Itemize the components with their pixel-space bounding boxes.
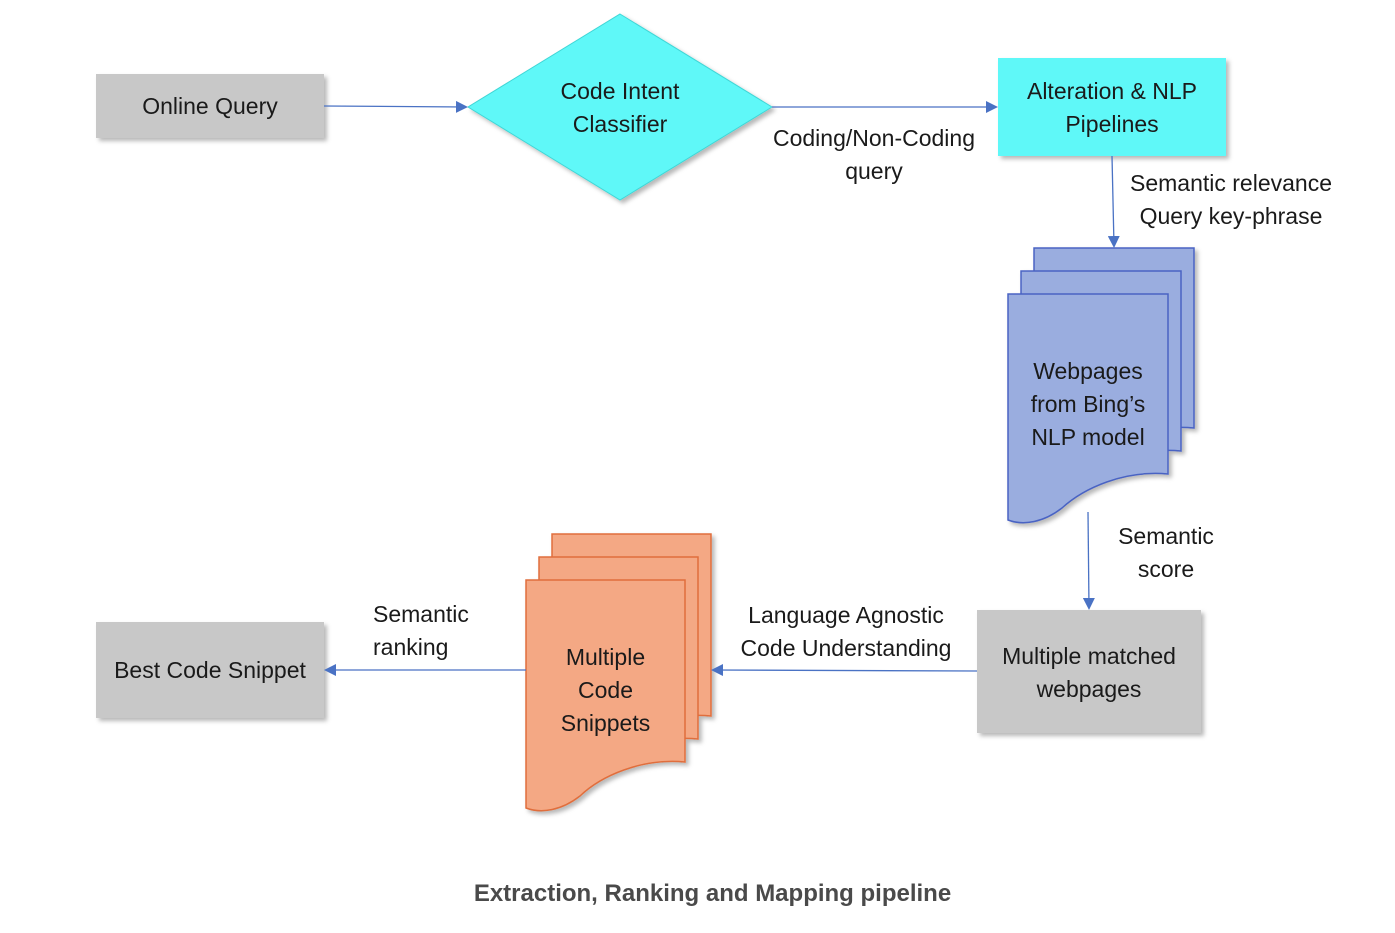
best-snippet-text: Best Code Snippet bbox=[114, 657, 306, 683]
semantic-score-line-2: score bbox=[1137, 556, 1195, 582]
webpages-doc-stack bbox=[1007, 247, 1195, 524]
snippets-doc-front bbox=[525, 579, 686, 812]
arrow-matched-to-snippets bbox=[711, 664, 978, 677]
webpages-line-1: Webpages bbox=[1033, 358, 1143, 384]
arrow-alteration-to-webpages bbox=[1107, 155, 1120, 248]
semantic-score-label: Semantic score bbox=[1101, 520, 1231, 586]
classifier-line-1: Code Intent bbox=[560, 78, 680, 104]
online-query-text: Online Query bbox=[142, 93, 278, 119]
webpages-line-3: NLP model bbox=[1031, 424, 1145, 450]
alteration-line-1: Alteration & NLP bbox=[1026, 78, 1198, 104]
matched-line-2: webpages bbox=[1036, 676, 1142, 702]
language-agnostic-label: Language Agnostic Code Understanding bbox=[726, 599, 966, 665]
matched-box bbox=[977, 610, 1201, 733]
snippets-label: Multiple Code Snippets bbox=[526, 641, 685, 740]
best-snippet-box bbox=[96, 622, 324, 718]
arrow-webpages-to-matched bbox=[1082, 511, 1095, 610]
snippets-line-3: Snippets bbox=[560, 710, 651, 736]
classifier-label: Code Intent Classifier bbox=[520, 75, 720, 141]
online-query-box bbox=[96, 74, 324, 138]
diagram-caption: Extraction, Ranking and Mapping pipeline bbox=[473, 880, 952, 907]
coding-query-line-1: Coding/Non-Coding bbox=[772, 125, 975, 151]
snippets-line-1: Multiple bbox=[565, 644, 646, 670]
semantic-relevance-label: Semantic relevance Query key-phrase bbox=[1116, 167, 1346, 233]
online-query-label: Online Query bbox=[96, 90, 324, 123]
arrow-query-to-classifier bbox=[323, 100, 468, 113]
webpages-line-2: from Bing’s bbox=[1030, 391, 1146, 417]
coding-query-label: Coding/Non-Coding query bbox=[760, 122, 988, 188]
webpages-label: Webpages from Bing’s NLP model bbox=[1008, 355, 1168, 454]
best-snippet-label: Best Code Snippet bbox=[96, 654, 324, 687]
semantic-ranking-line-2: ranking bbox=[373, 634, 449, 660]
matched-line-1: Multiple matched bbox=[1002, 643, 1176, 669]
language-agnostic-line-2: Code Understanding bbox=[740, 635, 952, 661]
alteration-label: Alteration & NLP Pipelines bbox=[998, 75, 1226, 141]
language-agnostic-line-1: Language Agnostic bbox=[748, 602, 944, 628]
snippets-line-2: Code bbox=[578, 677, 633, 703]
classifier-line-2: Classifier bbox=[572, 111, 668, 137]
coding-query-line-2: query bbox=[845, 158, 903, 184]
snippets-doc-stack bbox=[525, 533, 712, 812]
webpages-doc-front bbox=[1007, 293, 1169, 524]
semantic-relevance-line-2: Query key-phrase bbox=[1139, 203, 1323, 229]
semantic-ranking-line-1: Semantic bbox=[373, 601, 469, 627]
semantic-relevance-line-1: Semantic relevance bbox=[1130, 170, 1332, 196]
alteration-box bbox=[998, 58, 1226, 156]
classifier-diamond bbox=[467, 13, 773, 201]
semantic-score-line-1: Semantic bbox=[1118, 523, 1214, 549]
alteration-line-2: Pipelines bbox=[1065, 111, 1159, 137]
semantic-ranking-label: Semantic ranking bbox=[373, 598, 513, 664]
matched-label: Multiple matched webpages bbox=[977, 640, 1201, 706]
